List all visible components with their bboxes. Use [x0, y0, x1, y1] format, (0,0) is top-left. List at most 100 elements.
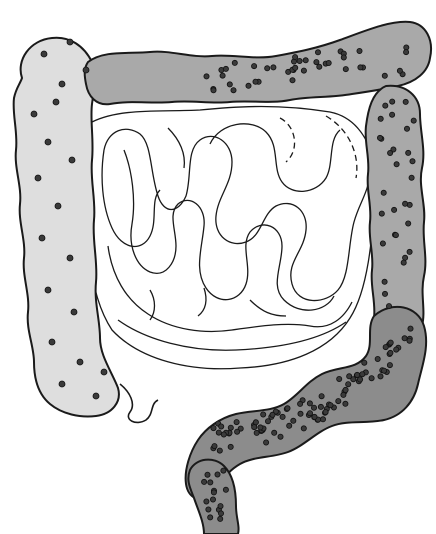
ascending-colon-particle — [77, 359, 83, 365]
transverse-colon-particle — [223, 66, 228, 71]
descending-colon-particle — [380, 241, 385, 246]
sigmoid-colon-particle — [369, 376, 374, 381]
sigmoid-colon-particle — [382, 368, 387, 373]
transverse-colon-particle — [301, 68, 306, 73]
sigmoid-colon-particle — [216, 430, 221, 435]
transverse-colon-particle — [220, 73, 225, 78]
sigmoid-colon-particle — [212, 444, 217, 449]
sigmoid-colon-particle — [383, 345, 388, 350]
sigmoid-colon-particle — [270, 412, 275, 417]
sigmoid-colon-particle — [287, 423, 292, 428]
rectum-particle — [223, 487, 228, 492]
descending-colon-particle — [381, 190, 386, 195]
transverse-colon-particle — [246, 83, 251, 88]
ascending-colon-particle — [31, 111, 37, 117]
sigmoid-colon-particle — [407, 338, 412, 343]
rectum-particle — [206, 507, 211, 512]
rectum-particle — [218, 504, 223, 509]
ascending-colon-particle — [45, 287, 51, 293]
rectum-particle — [210, 497, 215, 502]
sigmoid-colon-particle — [362, 360, 367, 365]
sigmoid-colon-particle — [323, 410, 328, 415]
sigmoid-colon-particle — [320, 417, 325, 422]
descending-colon-particle — [388, 150, 393, 155]
ascending-colon-particle — [49, 339, 55, 345]
descending-colon-particle — [379, 211, 384, 216]
descending-colon-particle — [394, 162, 399, 167]
transverse-colon-particle — [297, 58, 302, 63]
descending-colon-particle — [390, 99, 395, 104]
descending-colon-particle — [392, 207, 397, 212]
sigmoid-colon-particle — [278, 434, 283, 439]
transverse-colon-particle — [382, 73, 387, 78]
sigmoid-colon-particle — [264, 440, 269, 445]
ascending-colon-particle — [83, 67, 89, 73]
sigmoid-colon-particle — [307, 401, 312, 406]
rectum-particle — [211, 490, 216, 495]
sigmoid-colon-particle — [346, 382, 351, 387]
sigmoid-colon-particle — [228, 425, 233, 430]
sigmoid-colon-particle — [337, 376, 342, 381]
rectum-particle — [205, 472, 210, 477]
appendix — [120, 384, 158, 422]
descending-colon-particle — [377, 135, 382, 140]
transverse-colon-particle — [211, 88, 216, 93]
sigmoid-colon-particle — [298, 401, 303, 406]
descending-colon-particle — [386, 304, 391, 309]
transverse-colon-particle — [404, 50, 409, 55]
sigmoid-colon-particle — [408, 326, 413, 331]
descending-colon-particle — [393, 233, 398, 238]
sigmoid-colon-particle — [341, 392, 346, 397]
ascending-colon-particle — [59, 381, 65, 387]
descending-colon-particle — [409, 175, 414, 180]
sigmoid-colon-particle — [343, 387, 348, 392]
transverse-colon-particle — [315, 50, 320, 55]
sigmoid-colon-particle — [394, 347, 399, 352]
sigmoid-colon-particle — [258, 425, 263, 430]
rectum-particle — [215, 472, 220, 477]
ascending-colon-particle — [45, 139, 51, 145]
rectum-particle — [208, 480, 213, 485]
sigmoid-colon-particle — [219, 424, 224, 429]
sigmoid-colon-particle — [252, 425, 257, 430]
transverse-colon-particle — [271, 65, 276, 70]
sigmoid-colon-particle — [388, 340, 393, 345]
sigmoid-colon-particle — [272, 430, 277, 435]
descending-colon-particle — [403, 99, 408, 104]
small-intestine — [86, 107, 376, 369]
ascending-colon-particle — [71, 309, 77, 315]
rectum-particle — [218, 516, 223, 521]
sigmoid-colon-particle — [311, 405, 316, 410]
descending-colon-particle — [406, 150, 411, 155]
sigmoid-colon-particle — [298, 411, 303, 416]
sigmoid-colon-particle — [217, 448, 222, 453]
ascending-colon-particle — [67, 39, 73, 45]
sigmoid-colon-particle — [343, 401, 348, 406]
rectum-particle — [218, 511, 223, 516]
descending-colon-particle — [403, 201, 408, 206]
sigmoid-colon-particle — [307, 411, 312, 416]
sigmoid-colon-particle — [301, 426, 306, 431]
transverse-colon-particle — [293, 65, 298, 70]
transverse-colon-particle — [227, 82, 232, 87]
sigmoid-colon-particle — [319, 394, 324, 399]
sigmoid-colon-particle — [378, 374, 383, 379]
rectum-particle — [204, 499, 209, 504]
sigmoid-colon-particle — [234, 420, 239, 425]
ascending-colon-particle — [35, 175, 41, 181]
sigmoid-colon-particle — [328, 403, 333, 408]
descending-colon-particle — [407, 249, 412, 254]
transverse-colon-particle — [343, 67, 348, 72]
ascending-colon-particle — [69, 157, 75, 163]
sigmoid-colon-particle — [388, 350, 393, 355]
sigmoid-colon-particle — [360, 372, 365, 377]
transverse-colon-particle — [326, 60, 331, 65]
transverse-colon-particle — [265, 66, 270, 71]
ascending-colon-particle — [55, 203, 61, 209]
sigmoid-colon-particle — [318, 404, 323, 409]
transverse-colon-particle — [357, 48, 362, 53]
transverse-colon-particle — [341, 55, 346, 60]
sigmoid-colon-particle — [221, 432, 226, 437]
sigmoid-colon-particle — [235, 429, 240, 434]
